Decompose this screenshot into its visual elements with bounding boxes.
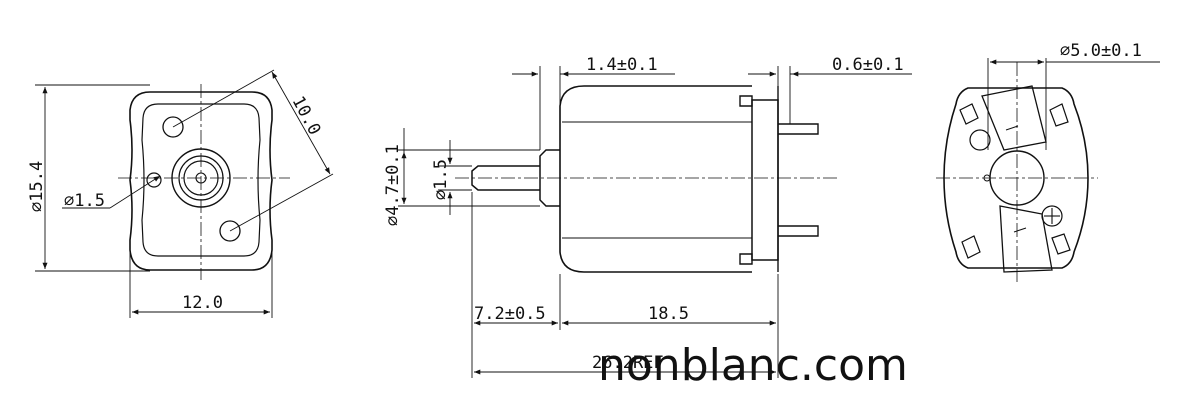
side-body-length-label: 18.5 xyxy=(648,304,689,324)
rear-diameter-label: ⌀5.0±0.1 xyxy=(1060,41,1142,61)
front-view: ⌀15.4 12.0 10.0 ⌀1.5 xyxy=(27,69,334,318)
side-boss xyxy=(539,149,560,207)
front-hole-small xyxy=(146,172,162,188)
front-hole-diameter-label: ⌀1.5 xyxy=(64,191,105,211)
side-shaft-length-label: 7.2±0.5 xyxy=(474,304,546,324)
side-boss-diameter-label: ⌀4.7±0.1 xyxy=(383,144,403,226)
side-terminal-thickness-label: 0.6±0.1 xyxy=(832,55,904,75)
front-hole-spacing-label: 10.0 xyxy=(288,93,325,139)
watermark: nonblanc.com xyxy=(598,340,908,391)
front-outline xyxy=(129,91,273,271)
side-terminal-top xyxy=(778,123,819,135)
rear-brush-plate-top xyxy=(981,85,1047,151)
front-hole-top xyxy=(162,116,184,138)
front-hole-bottom xyxy=(219,220,241,242)
rear-view: ⌀5.0±0.1 xyxy=(936,41,1160,282)
front-height-label: ⌀15.4 xyxy=(27,161,47,212)
rear-outline xyxy=(943,87,1089,269)
side-body xyxy=(559,85,752,273)
side-end-cap xyxy=(751,99,779,261)
side-view: 1.4±0.1 0.6±0.1 ⌀4.7±0.1 ⌀1.5 7.2±0.5 18… xyxy=(383,55,912,378)
rear-terminal-plus xyxy=(1041,205,1063,227)
side-terminal-bottom xyxy=(778,225,819,237)
side-cap-thickness-label: 1.4±0.1 xyxy=(586,55,658,75)
front-width-label: 12.0 xyxy=(182,293,223,313)
side-shaft-diameter-label: ⌀1.5 xyxy=(431,159,451,200)
front-inner-outline xyxy=(141,103,261,257)
side-overall-length-label: 26.2REF xyxy=(592,353,664,373)
rear-brush-plate-bottom xyxy=(999,205,1053,273)
rear-terminal-minus xyxy=(969,129,991,151)
